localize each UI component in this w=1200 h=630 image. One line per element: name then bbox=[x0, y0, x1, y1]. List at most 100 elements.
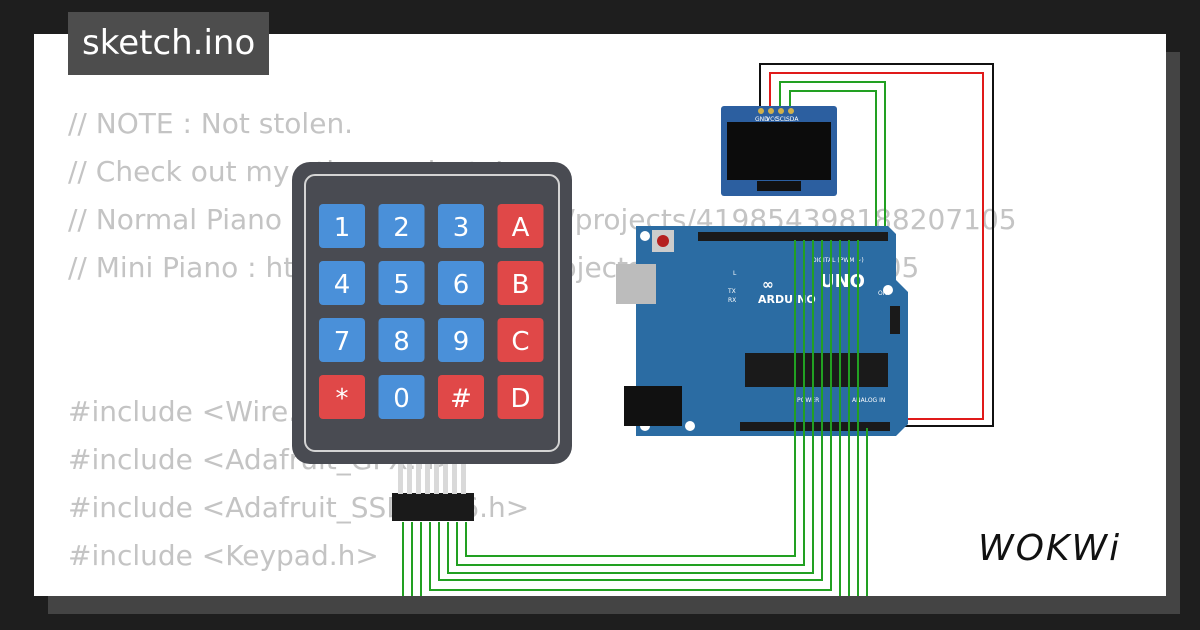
keypad-key-face bbox=[438, 204, 484, 248]
keypad-ribbon-pin bbox=[461, 464, 466, 494]
keypad-key[interactable]: # bbox=[438, 375, 484, 419]
keypad-key-face bbox=[497, 204, 544, 248]
keypad-key-label: * bbox=[336, 384, 349, 414]
keypad-key-label: C bbox=[511, 327, 529, 357]
keypad-key[interactable]: 0 bbox=[378, 375, 425, 419]
keypad-key-face bbox=[438, 261, 484, 305]
keypad-key-face bbox=[378, 204, 425, 248]
keypad-key-label: 8 bbox=[393, 327, 410, 357]
keypad-key[interactable]: 7 bbox=[319, 318, 365, 362]
oled-pin[interactable] bbox=[758, 108, 764, 114]
rx-label: RX bbox=[728, 297, 736, 304]
keypad-key[interactable]: D bbox=[497, 375, 544, 419]
keypad-key-label: 2 bbox=[393, 213, 410, 243]
wire-keypad-col1 bbox=[429, 240, 832, 591]
keypad-key[interactable]: 1 bbox=[319, 204, 365, 248]
wire-keypad-row2 bbox=[456, 240, 805, 566]
code-line: #include <Adafruit_SSD1306.h> bbox=[68, 491, 530, 524]
keypad-ribbon-pin bbox=[425, 464, 430, 494]
oled-connector bbox=[757, 181, 801, 191]
keypad-key-label: A bbox=[512, 213, 530, 243]
keypad-key-label: 7 bbox=[334, 327, 351, 357]
keypad-ribbon-pin bbox=[407, 464, 412, 494]
keypad-key[interactable]: 6 bbox=[438, 261, 484, 305]
usb-port bbox=[616, 264, 656, 304]
power-analog-header bbox=[740, 422, 890, 431]
code-line: #include <Keypad.h> bbox=[68, 539, 379, 572]
keypad-key-label: 1 bbox=[334, 213, 351, 243]
keypad-key-label: 6 bbox=[453, 270, 470, 300]
keypad-key[interactable]: 4 bbox=[319, 261, 365, 305]
oled-pin[interactable] bbox=[788, 108, 794, 114]
keypad-key-label: B bbox=[512, 270, 530, 300]
keypad-key-face bbox=[319, 204, 365, 248]
keypad-key[interactable]: B bbox=[497, 261, 544, 305]
oled-pin-label: VCC bbox=[766, 116, 778, 123]
mount-hole bbox=[883, 285, 893, 295]
keypad-key-label: # bbox=[450, 384, 472, 414]
keypad-ribbon bbox=[398, 464, 466, 494]
wire-keypad-row4 bbox=[438, 240, 823, 581]
oled-pin-label: SDA bbox=[786, 116, 799, 123]
wire-keypad-row1 bbox=[465, 240, 796, 557]
keypad-key-face bbox=[438, 318, 484, 362]
keypad-border bbox=[304, 174, 560, 452]
keypad-key[interactable]: 3 bbox=[438, 204, 484, 248]
keypad-ribbon-pin bbox=[443, 464, 448, 494]
led-l-label: L bbox=[733, 270, 737, 277]
keypad-key-face bbox=[378, 375, 425, 419]
atmega-chip bbox=[745, 353, 888, 387]
keypad-key-face bbox=[497, 318, 544, 362]
keypad-key-label: 5 bbox=[393, 270, 410, 300]
keypad-ribbon-pin bbox=[398, 464, 403, 494]
oled-pin[interactable] bbox=[778, 108, 784, 114]
wire-oled-gnd bbox=[759, 63, 994, 427]
keypad-key[interactable]: * bbox=[319, 375, 365, 419]
keypad-key[interactable]: C bbox=[497, 318, 544, 362]
keypad-key[interactable]: 8 bbox=[378, 318, 425, 362]
keypad-key-face bbox=[497, 375, 544, 419]
keypad-key[interactable]: 9 bbox=[438, 318, 484, 362]
code-line: // NOTE : Not stolen. bbox=[68, 107, 354, 140]
keypad-keys: 1 2 3 A 4 5 6 B 7 8 9 C * 0 # D bbox=[319, 204, 544, 419]
keypad-ribbon-pin bbox=[434, 464, 439, 494]
tx-label: TX bbox=[727, 288, 736, 295]
keypad-key[interactable]: 5 bbox=[378, 261, 425, 305]
wire-oled-vcc bbox=[769, 72, 984, 420]
keypad-wires bbox=[402, 240, 868, 596]
icsp-header bbox=[890, 306, 900, 334]
arduino-brand: ARDUINO bbox=[758, 293, 816, 306]
keypad-key-label: 9 bbox=[453, 327, 470, 357]
keypad-key-face bbox=[497, 261, 544, 305]
keypad-key-face bbox=[378, 261, 425, 305]
keypad-key-face bbox=[378, 318, 425, 362]
digital-header bbox=[698, 232, 888, 241]
keypad-key[interactable]: 2 bbox=[378, 204, 425, 248]
oled-display[interactable]: GND VCC SCL SDA bbox=[721, 106, 837, 196]
analog-label: ANALOG IN bbox=[852, 397, 885, 404]
wire-keypad-col2 bbox=[420, 240, 841, 596]
code-preview: // NOTE : Not stolen.// Check out my oth… bbox=[68, 100, 1017, 580]
mount-hole bbox=[685, 421, 695, 431]
keypad-key-face bbox=[319, 261, 365, 305]
wire-keypad-col3 bbox=[411, 240, 850, 596]
keypad-key-face bbox=[438, 375, 484, 419]
keypad-key-face bbox=[319, 375, 365, 419]
preview-card bbox=[34, 34, 1166, 596]
wire-keypad-col4 bbox=[402, 240, 859, 596]
keypad-key-label: 3 bbox=[453, 213, 470, 243]
oled-pin[interactable] bbox=[768, 108, 774, 114]
keypad-key[interactable]: A bbox=[497, 204, 544, 248]
reset-button[interactable] bbox=[657, 235, 669, 247]
oled-pin-label: SCL bbox=[776, 116, 788, 123]
on-label: ON bbox=[878, 290, 887, 297]
arduino-logo-icon: ∞ bbox=[762, 277, 774, 293]
keypad-connector bbox=[392, 493, 474, 521]
oled-screen bbox=[727, 122, 831, 180]
keypad-key-face bbox=[319, 318, 365, 362]
wokwi-logo: WOKWi bbox=[978, 528, 1122, 569]
keypad[interactable]: 1 2 3 A 4 5 6 B 7 8 9 C * 0 # D bbox=[292, 162, 572, 464]
arduino-uno[interactable]: DIGITAL (PWM ~) ARDUINO UNO ∞ L TX RX ON… bbox=[616, 226, 908, 436]
keypad-key-label: 4 bbox=[334, 270, 351, 300]
